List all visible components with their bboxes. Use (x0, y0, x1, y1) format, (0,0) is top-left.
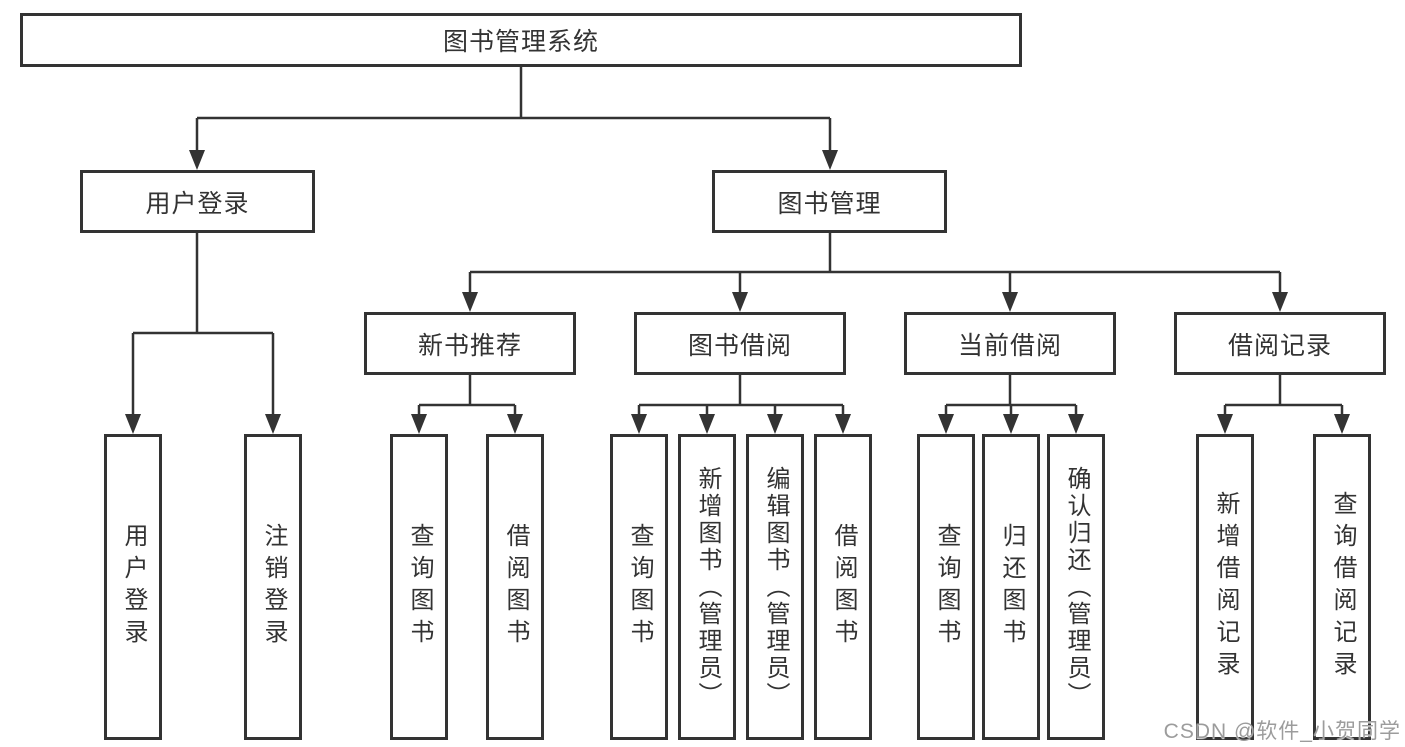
node-borrow-records-label: 借阅记录 (1227, 331, 1332, 360)
node-book-borrow-label: 图书借阅 (687, 331, 792, 360)
leaf-query-books-borrow-label: 查询图书 (626, 523, 653, 651)
node-borrow-records: 借阅记录 (1174, 312, 1386, 375)
leaf-add-book-admin: 新增图书（管理员） (678, 434, 736, 740)
leaf-return-book-label: 归还图书 (998, 523, 1025, 651)
node-book-management-label: 图书管理 (777, 189, 882, 218)
leaf-logout-label: 注销登录 (260, 523, 287, 651)
leaf-query-borrow-record-label: 查询借阅记录 (1329, 491, 1356, 683)
leaf-add-borrow-record: 新增借阅记录 (1196, 434, 1254, 740)
csdn-watermark: CSDN @软件_小贺同学 (1163, 720, 1401, 743)
leaf-query-borrow-record: 查询借阅记录 (1313, 434, 1371, 740)
leaf-logout: 注销登录 (244, 434, 302, 740)
node-user-login: 用户登录 (80, 170, 315, 233)
leaf-user-login-label: 用户登录 (120, 523, 147, 651)
leaf-edit-book-admin: 编辑图书（管理员） (746, 434, 804, 740)
leaf-borrow-books-borrow: 借阅图书 (814, 434, 872, 740)
leaf-borrow-books-borrow-label: 借阅图书 (830, 523, 857, 651)
leaf-borrow-books-recommend: 借阅图书 (486, 434, 544, 740)
node-new-book-recommend: 新书推荐 (364, 312, 576, 375)
leaf-query-books-recommend: 查询图书 (390, 434, 448, 740)
leaf-query-books-current-label: 查询图书 (933, 523, 960, 651)
leaf-confirm-return-admin-label: 确认归还（管理员） (1063, 465, 1090, 709)
leaf-borrow-books-recommend-label: 借阅图书 (502, 523, 529, 651)
leaf-user-login: 用户登录 (104, 434, 162, 740)
leaf-confirm-return-admin: 确认归还（管理员） (1047, 434, 1105, 740)
node-root-system: 图书管理系统 (20, 13, 1022, 67)
leaf-query-books-borrow: 查询图书 (610, 434, 668, 740)
node-user-login-label: 用户登录 (145, 189, 250, 218)
node-book-management: 图书管理 (712, 170, 947, 233)
leaf-return-book: 归还图书 (982, 434, 1040, 740)
node-new-book-recommend-label: 新书推荐 (417, 331, 522, 360)
leaf-add-borrow-record-label: 新增借阅记录 (1212, 491, 1239, 683)
node-book-borrow: 图书借阅 (634, 312, 846, 375)
leaf-query-books-current: 查询图书 (917, 434, 975, 740)
leaf-add-book-admin-label: 新增图书（管理员） (694, 465, 721, 709)
leaf-edit-book-admin-label: 编辑图书（管理员） (762, 465, 789, 709)
node-current-borrow: 当前借阅 (904, 312, 1116, 375)
node-current-borrow-label: 当前借阅 (957, 331, 1062, 360)
leaf-query-books-recommend-label: 查询图书 (406, 523, 433, 651)
node-root-label: 图书管理系统 (442, 28, 599, 56)
